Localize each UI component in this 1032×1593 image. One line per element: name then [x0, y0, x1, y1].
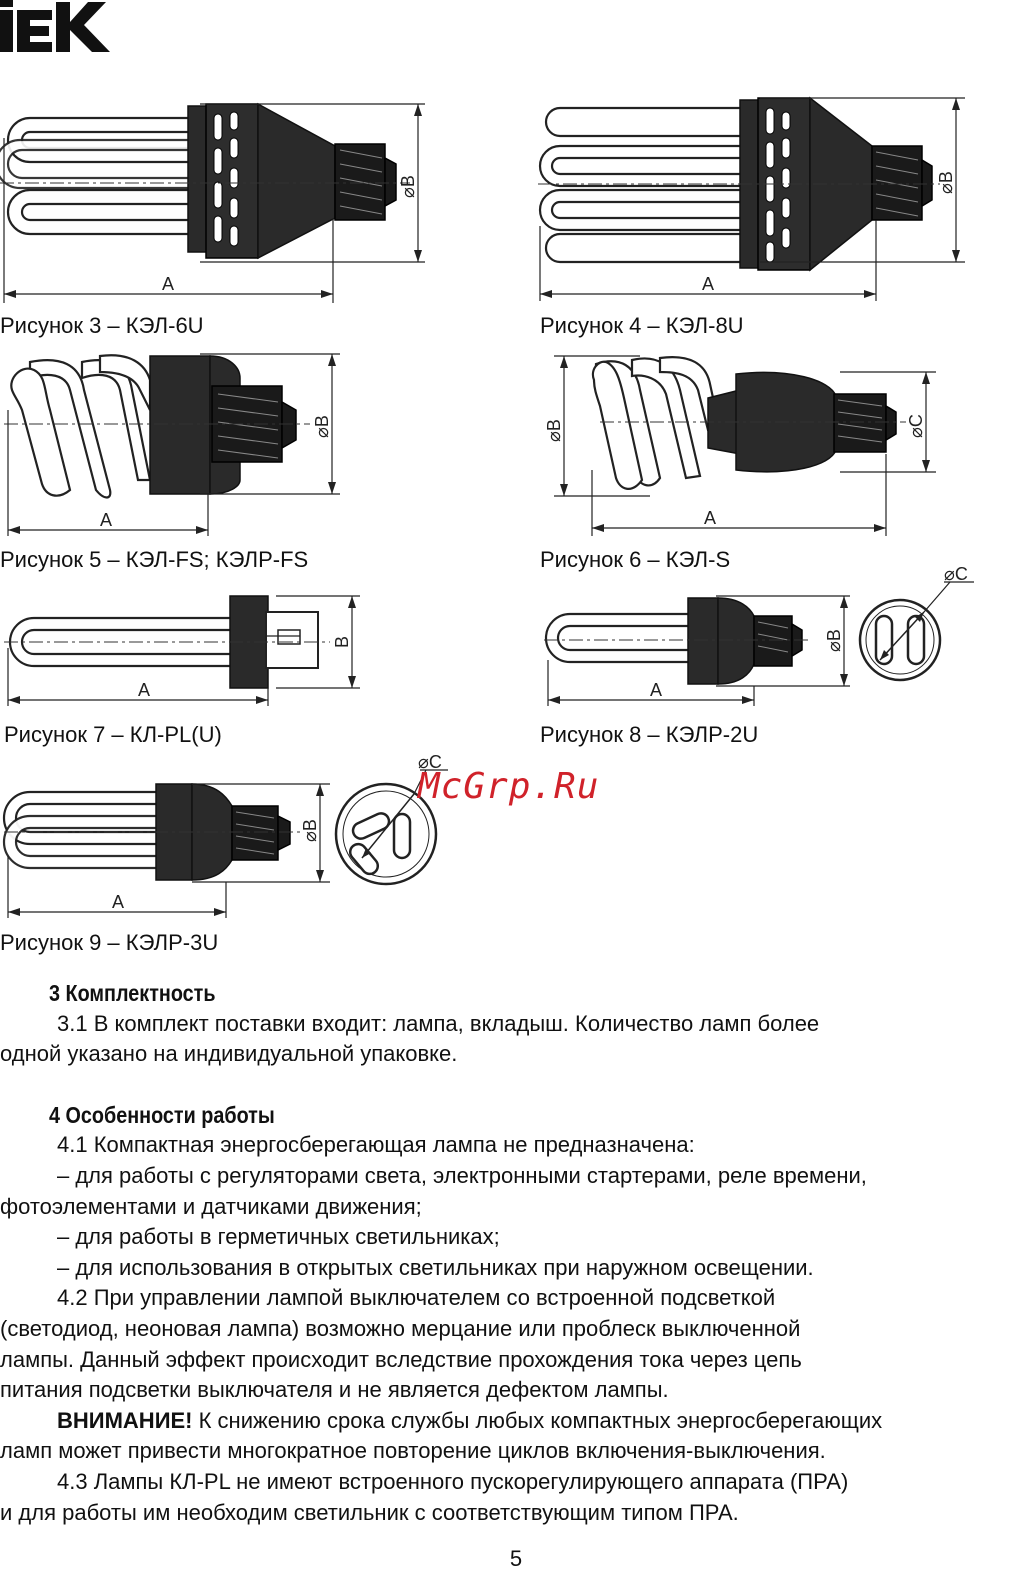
- para-4-3-cont: и для работы им необходим светильник с с…: [0, 1499, 739, 1525]
- fig3-dim-a: A: [162, 274, 174, 294]
- figure-8-drawing: ⌀B A ⌀C: [540, 560, 1000, 710]
- bullet-1-cont: фотоэлементами и датчиками движения;: [0, 1193, 422, 1219]
- bullet-1: – для работы с регуляторами света, элект…: [57, 1162, 867, 1188]
- figure-7-drawing: B A: [0, 588, 370, 708]
- figure-8-caption: Рисунок 8 – КЭЛР-2U: [540, 722, 759, 747]
- fig9-dim-c: ⌀C: [418, 752, 442, 772]
- fig6-dim-b: ⌀B: [544, 419, 564, 442]
- bullet-2: – для работы в герметичных светильниках;: [57, 1224, 500, 1250]
- warning-text-cont: ламп может привести многократное повторе…: [0, 1438, 826, 1464]
- body-text: 3 Комплектность 3.1 В комплект поставки …: [0, 978, 1032, 1528]
- figure-4-drawing: ⌀B A: [530, 96, 970, 306]
- figure-4-caption: Рисунок 4 – КЭЛ-8U: [540, 313, 744, 338]
- para-3-1-cont: одной указано на индивидуальной упаковке…: [0, 1041, 458, 1067]
- para-3-1: 3.1 В комплект поставки входит: лампа, в…: [57, 1010, 820, 1036]
- watermark: McGrp.Ru: [418, 766, 600, 807]
- warning-text: К снижению срока службы любых компактных…: [192, 1407, 883, 1433]
- para-4-2-cont2: лампы. Данный эффект происходит вследств…: [0, 1346, 802, 1372]
- figure-6-caption: Рисунок 6 – КЭЛ-S: [540, 547, 731, 572]
- section-3-heading: 3 Комплектность: [49, 980, 216, 1006]
- para-4-2-cont1: (светодиод, неоновая лампа) возможно мер…: [0, 1315, 801, 1341]
- fig8-dim-a: A: [650, 680, 662, 700]
- figure-3-drawing: ⌀B A: [0, 98, 430, 308]
- fig8-dim-b: ⌀B: [824, 629, 844, 652]
- fig7-dim-b: B: [332, 636, 352, 648]
- figure-9-caption: Рисунок 9 – КЭЛР-3U: [0, 930, 219, 955]
- figure-5-drawing: ⌀B A: [0, 350, 350, 540]
- fig9-dim-a: A: [112, 892, 124, 912]
- fig5-dim-b: ⌀B: [312, 415, 332, 438]
- page-number: 5: [509, 1546, 523, 1571]
- fig5-dim-a: A: [100, 510, 112, 530]
- fig6-dim-c: ⌀C: [906, 414, 926, 438]
- figure-9-drawing: ⌀B A ⌀C: [0, 752, 450, 926]
- figure-6-drawing: ⌀B ⌀C A: [540, 350, 940, 540]
- para-4-2: 4.2 При управлении лампой выключателем с…: [57, 1285, 776, 1311]
- para-4-3: 4.3 Лампы КЛ-PL не имеют встроенного пус…: [57, 1468, 849, 1494]
- iek-logo: [0, 0, 110, 52]
- fig4-dim-b: ⌀B: [936, 171, 956, 194]
- fig6-dim-a: A: [704, 508, 716, 528]
- fig7-dim-a: A: [138, 680, 150, 700]
- para-4-2-cont3: питания подсветки выключателя и не являе…: [0, 1377, 669, 1403]
- para-4-1: 4.1 Компактная энергосберегающая лампа н…: [57, 1132, 695, 1158]
- fig3-dim-b: ⌀B: [398, 175, 418, 198]
- fig9-dim-b: ⌀B: [300, 819, 320, 842]
- figure-5-caption: Рисунок 5 – КЭЛ-FS; КЭЛР-FS: [0, 547, 309, 572]
- section-4-heading: 4 Особенности работы: [49, 1101, 275, 1128]
- figure-7-caption: Рисунок 7 – КЛ-PL(U): [4, 722, 222, 747]
- fig8-dim-c: ⌀C: [944, 564, 968, 584]
- figure-3-caption: Рисунок 3 – КЭЛ-6U: [0, 313, 204, 338]
- bullet-3: – для использования в открытых светильни…: [57, 1254, 814, 1280]
- warning-para: ВНИМАНИЕ! К снижению срока службы любых …: [0, 1406, 1032, 1437]
- fig4-dim-a: A: [702, 274, 714, 294]
- warning-label: ВНИМАНИЕ!: [57, 1407, 193, 1433]
